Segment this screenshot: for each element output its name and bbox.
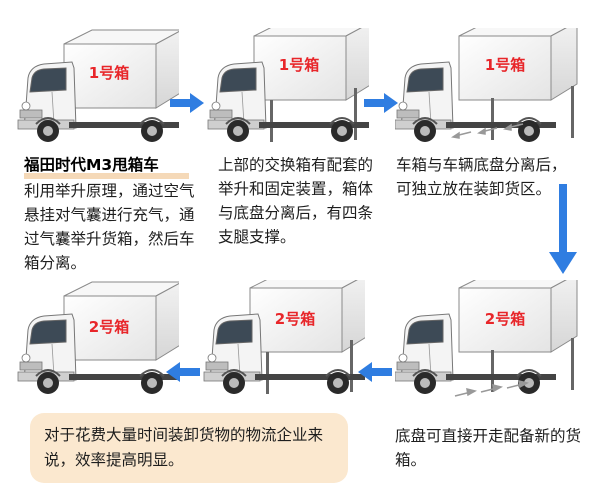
step-4-description: 底盘可直接开走配备新的货箱。 (395, 427, 582, 469)
step-3-text: 车箱与车辆底盘分离后，可独立放在装卸货区。 (396, 153, 571, 201)
step-4-illustration: 2号箱 (394, 273, 580, 409)
box-label: 2号箱 (485, 310, 525, 328)
step-1-text: 福田时代M3甩箱车 利用举升原理，通过空气悬挂对气囊进行充气，通过气囊举升货箱，… (24, 153, 200, 275)
arrow-left-2 (166, 362, 200, 382)
step-3-description: 车箱与车辆底盘分离后，可独立放在装卸货区。 (396, 156, 567, 198)
step-1-title: 福田时代M3甩箱车 (24, 156, 159, 174)
step-1-illustration: 1号箱 (14, 28, 183, 152)
step-3-illustration: 1号箱 (394, 21, 580, 152)
arrow-down (549, 184, 577, 274)
box-label: 2号箱 (89, 318, 129, 336)
summary-note: 对于花费大量时间装卸货物的物流企业来说，效率提高明显。 (30, 413, 348, 483)
box-label: 1号箱 (485, 56, 525, 74)
step-2-description: 上部的交换箱有配套的举升和固定装置，箱体与底盘分离后，有四条支腿支撑。 (218, 156, 374, 246)
step-2-text: 上部的交换箱有配套的举升和固定装置，箱体与底盘分离后，有四条支腿支撑。 (218, 153, 378, 249)
arrow-right-2 (364, 93, 398, 113)
step-2-illustration: 1号箱 (204, 21, 373, 152)
box-label: 1号箱 (89, 64, 129, 82)
summary-note-text: 对于花费大量时间装卸货物的物流企业来说，效率提高明显。 (44, 426, 324, 469)
box-label: 2号箱 (275, 310, 315, 328)
step-1-description: 利用举升原理，通过空气悬挂对气囊进行充气，通过气囊举升货箱，然后车箱分离。 (24, 182, 195, 272)
step-5-illustration: 2号箱 (200, 273, 369, 404)
box-label: 1号箱 (279, 56, 319, 74)
arrow-right-1 (170, 93, 204, 113)
step-4-text: 底盘可直接开走配备新的货箱。 (395, 424, 585, 472)
arrow-left-1 (358, 362, 392, 382)
step-6-illustration: 2号箱 (14, 280, 183, 404)
